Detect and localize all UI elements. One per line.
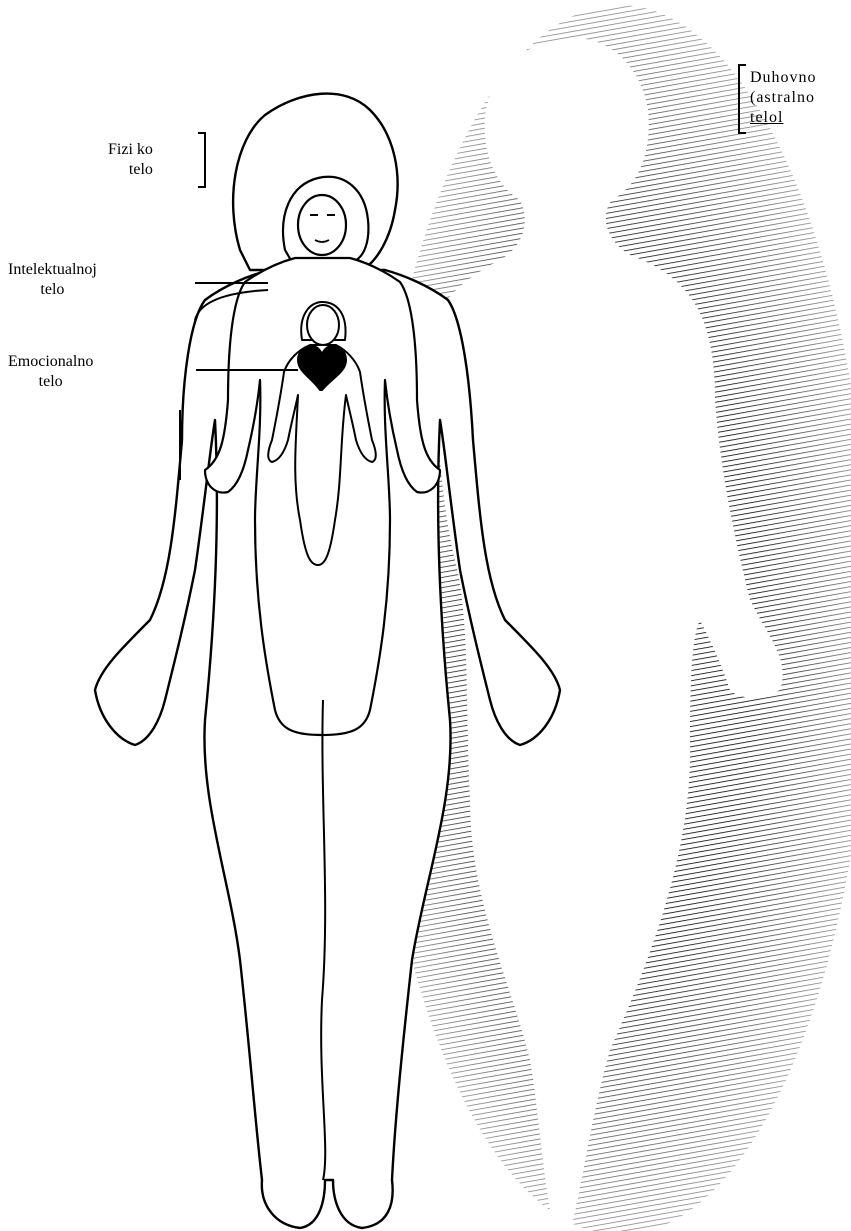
label-physical-line2: telo	[108, 160, 153, 180]
label-spiritual-line2: (astralno	[750, 88, 817, 108]
label-emotional-line2: telo	[8, 372, 93, 392]
spiritual-bracket	[738, 64, 746, 134]
label-intellectual-body: Intelektualnoj telo	[8, 260, 97, 300]
physical-bracket	[198, 132, 206, 188]
emotional-head	[307, 305, 339, 345]
label-intellectual-line1: Intelektualnoj	[8, 260, 97, 280]
label-spiritual-line1: Duhovno	[750, 68, 817, 88]
label-emotional-line1: Emocionalno	[8, 352, 93, 372]
intellectual-face	[298, 195, 346, 255]
label-physical-line1: Fizi ko	[108, 140, 153, 160]
label-spiritual-line3: telol	[750, 108, 817, 128]
label-emotional-body: Emocionalno telo	[8, 352, 93, 392]
label-spiritual-body: Duhovno (astralno telol	[750, 68, 817, 128]
label-physical-body: Fizi ko telo	[108, 140, 153, 180]
label-intellectual-line2: telo	[8, 280, 97, 300]
